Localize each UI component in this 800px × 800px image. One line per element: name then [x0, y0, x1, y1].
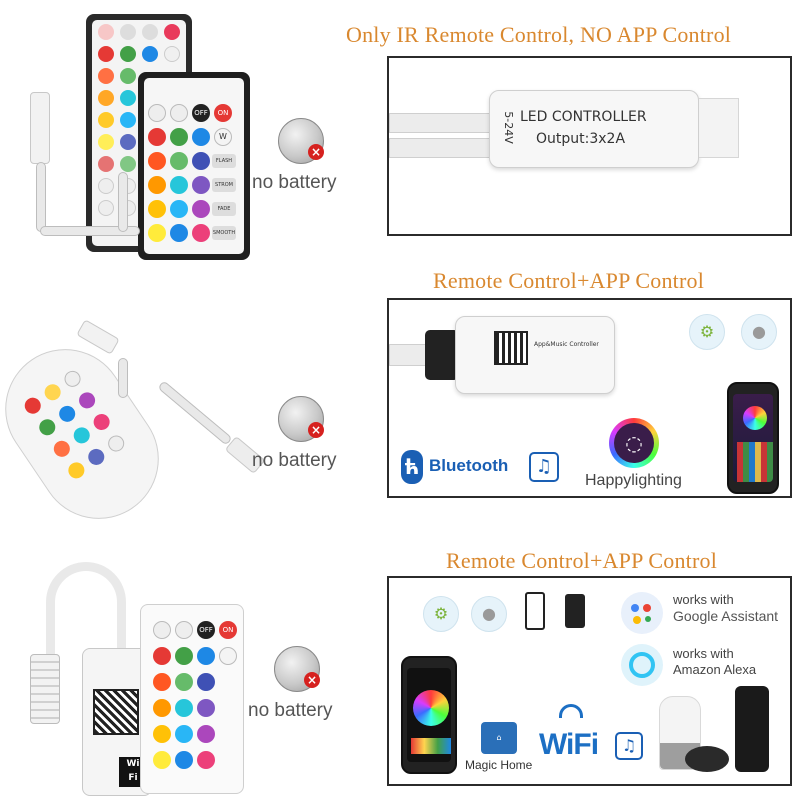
remote-24-buttons: OFF ON W FLASH STROM FADE SMOOTH	[148, 104, 244, 244]
magic-home-icon: ⌂	[481, 722, 517, 754]
mini-controller	[76, 319, 120, 355]
alexa-label: Amazon Alexa	[673, 662, 757, 677]
controller-title: LED CONTROLLER	[520, 109, 647, 125]
google-works-with: works with	[673, 592, 734, 607]
wifi-signal-icon	[559, 704, 583, 718]
white-button: W	[214, 128, 232, 146]
product-photo: OFF ON W FLASH STROM FADE SMOOTH	[0, 0, 260, 268]
mini-controller	[30, 92, 50, 164]
qr-code-icon	[494, 331, 528, 365]
hand-phone-icon	[565, 594, 585, 628]
on-button: ON	[214, 104, 232, 122]
controller-label: App&Music Controller	[534, 341, 599, 348]
product-photo	[0, 298, 266, 543]
echo-dot-speaker	[685, 746, 729, 772]
cross-icon: ×	[308, 422, 324, 438]
on-button: ON	[219, 621, 237, 639]
battery-indicator: × no battery	[252, 118, 366, 198]
phone-remote-icon	[525, 592, 545, 630]
happylighting-label: Happylighting	[585, 472, 682, 489]
section-bluetooth: Remote Control+APP Control × no battery	[0, 268, 800, 543]
apple-icon: ●	[471, 596, 507, 632]
section-heading: Remote Control+APP Control	[433, 268, 705, 293]
smart-home-panel: ⚙ ● works with Google Assistant works wi…	[387, 576, 792, 786]
battery-label: no battery	[252, 172, 337, 193]
battery-indicator: × no battery	[252, 396, 366, 476]
off-button: OFF	[197, 621, 215, 639]
app-panel: App&Music Controller ⚙ ● ћ Bluetooth ♫ ◌…	[387, 298, 792, 498]
music-note-icon: ♫	[615, 732, 643, 760]
section-heading: Only IR Remote Control, NO APP Control	[346, 22, 732, 47]
controller-output: Output:3x2A	[536, 131, 626, 147]
apple-icon: ●	[741, 314, 777, 350]
off-button: OFF	[192, 104, 210, 122]
alexa-icon	[621, 644, 663, 686]
bluetooth-controller-box: App&Music Controller	[455, 316, 615, 394]
battery-label: no battery	[248, 700, 333, 721]
bluetooth-icon: ћ	[401, 450, 423, 484]
music-note-icon: ♫	[529, 452, 559, 482]
controller-cable	[118, 358, 128, 398]
controller-cable	[36, 162, 46, 232]
remote-bluetooth	[0, 325, 183, 543]
android-icon: ⚙	[689, 314, 725, 350]
controller-panel: 5-24V LED CONTROLLER Output:3x2A	[387, 56, 792, 236]
section-ir-only: Only IR Remote Control, NO APP Control	[0, 0, 800, 268]
battery-indicator: × no battery	[248, 646, 362, 726]
fade-button: FADE	[212, 202, 236, 216]
google-assistant-icon	[621, 592, 663, 634]
flash-button: FLASH	[212, 154, 236, 168]
cross-icon: ×	[308, 144, 324, 160]
coin-battery-icon	[278, 396, 324, 442]
android-icon: ⚙	[423, 596, 459, 632]
alexa-works-with: works with	[673, 646, 734, 661]
magic-home-label: Magic Home	[465, 758, 533, 772]
strobe-button: STROM	[212, 178, 236, 192]
section-heading: Remote Control+APP Control	[446, 548, 718, 573]
phone-image	[727, 382, 779, 494]
dc-connector	[30, 654, 60, 724]
led-controller-box: 5-24V LED CONTROLLER Output:3x2A	[489, 90, 699, 168]
happylighting-icon: ◌	[609, 418, 659, 468]
google-assistant-label: Google Assistant	[673, 608, 779, 624]
phone-image	[401, 656, 457, 774]
smooth-button: SMOOTH	[212, 226, 236, 240]
controller-voltage: 5-24V	[501, 111, 515, 144]
cross-icon: ×	[304, 672, 320, 688]
battery-label: no battery	[252, 450, 337, 471]
bluetooth-label: Bluetooth	[429, 456, 509, 475]
remote-24-key: OFF ON	[140, 604, 244, 794]
amazon-echo-speaker	[735, 686, 769, 772]
wifi-label: WiFi	[539, 728, 599, 761]
qr-code-icon	[93, 689, 139, 735]
